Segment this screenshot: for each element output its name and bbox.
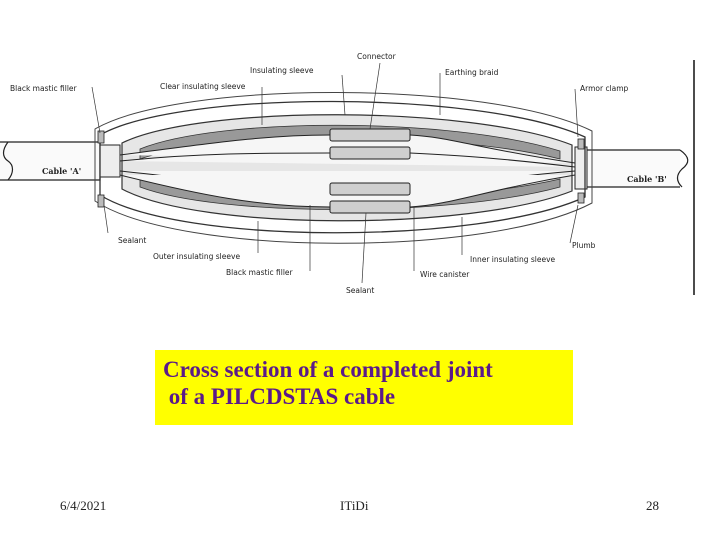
footer-center-text: ITiDi — [340, 498, 369, 513]
clear-insulating-sleeve — [94, 92, 593, 244]
cable-joint-diagram: Connector Insulating sleeve Earthing bra… — [0, 52, 695, 295]
label-outer-insulating-sleeve: Outer insulating sleeve — [153, 252, 240, 261]
connectors — [329, 128, 411, 214]
label-cable-b: Cable 'B' — [627, 174, 667, 184]
outer-insulating-sleeve — [99, 100, 586, 234]
caption-line-2: of a PILCDSTAS cable — [163, 384, 396, 409]
label-clear-insulating-sleeve: Clear insulating sleeve — [160, 82, 246, 91]
label-black-mastic-filler-bottom: Black mastic filler — [226, 268, 294, 277]
label-cable-a: Cable 'A' — [42, 166, 81, 176]
label-wire-canister: Wire canister — [420, 270, 470, 279]
page-number: 28 — [646, 498, 659, 513]
label-sealant-left: Sealant — [118, 236, 146, 245]
footer-date: 6/4/2021 — [60, 498, 107, 513]
label-earthing-braid: Earthing braid — [445, 68, 499, 77]
caption-line-1: Cross section of a completed joint — [163, 357, 493, 382]
label-connector: Connector — [357, 52, 397, 61]
label-sealant-bottom: Sealant — [346, 286, 374, 295]
label-armor-clamp: Armor clamp — [580, 84, 629, 93]
armor-clamps — [97, 130, 585, 208]
label-inner-insulating-sleeve: Inner insulating sleeve — [470, 255, 556, 264]
caption-box: Cross section of a completed joint of a … — [155, 350, 573, 425]
label-plumb: Plumb — [572, 241, 596, 250]
label-insulating-sleeve: Insulating sleeve — [250, 66, 314, 75]
label-black-mastic-filler-top: Black mastic filler — [10, 84, 78, 93]
cable-cores — [119, 134, 576, 208]
leader-lines — [91, 62, 579, 284]
